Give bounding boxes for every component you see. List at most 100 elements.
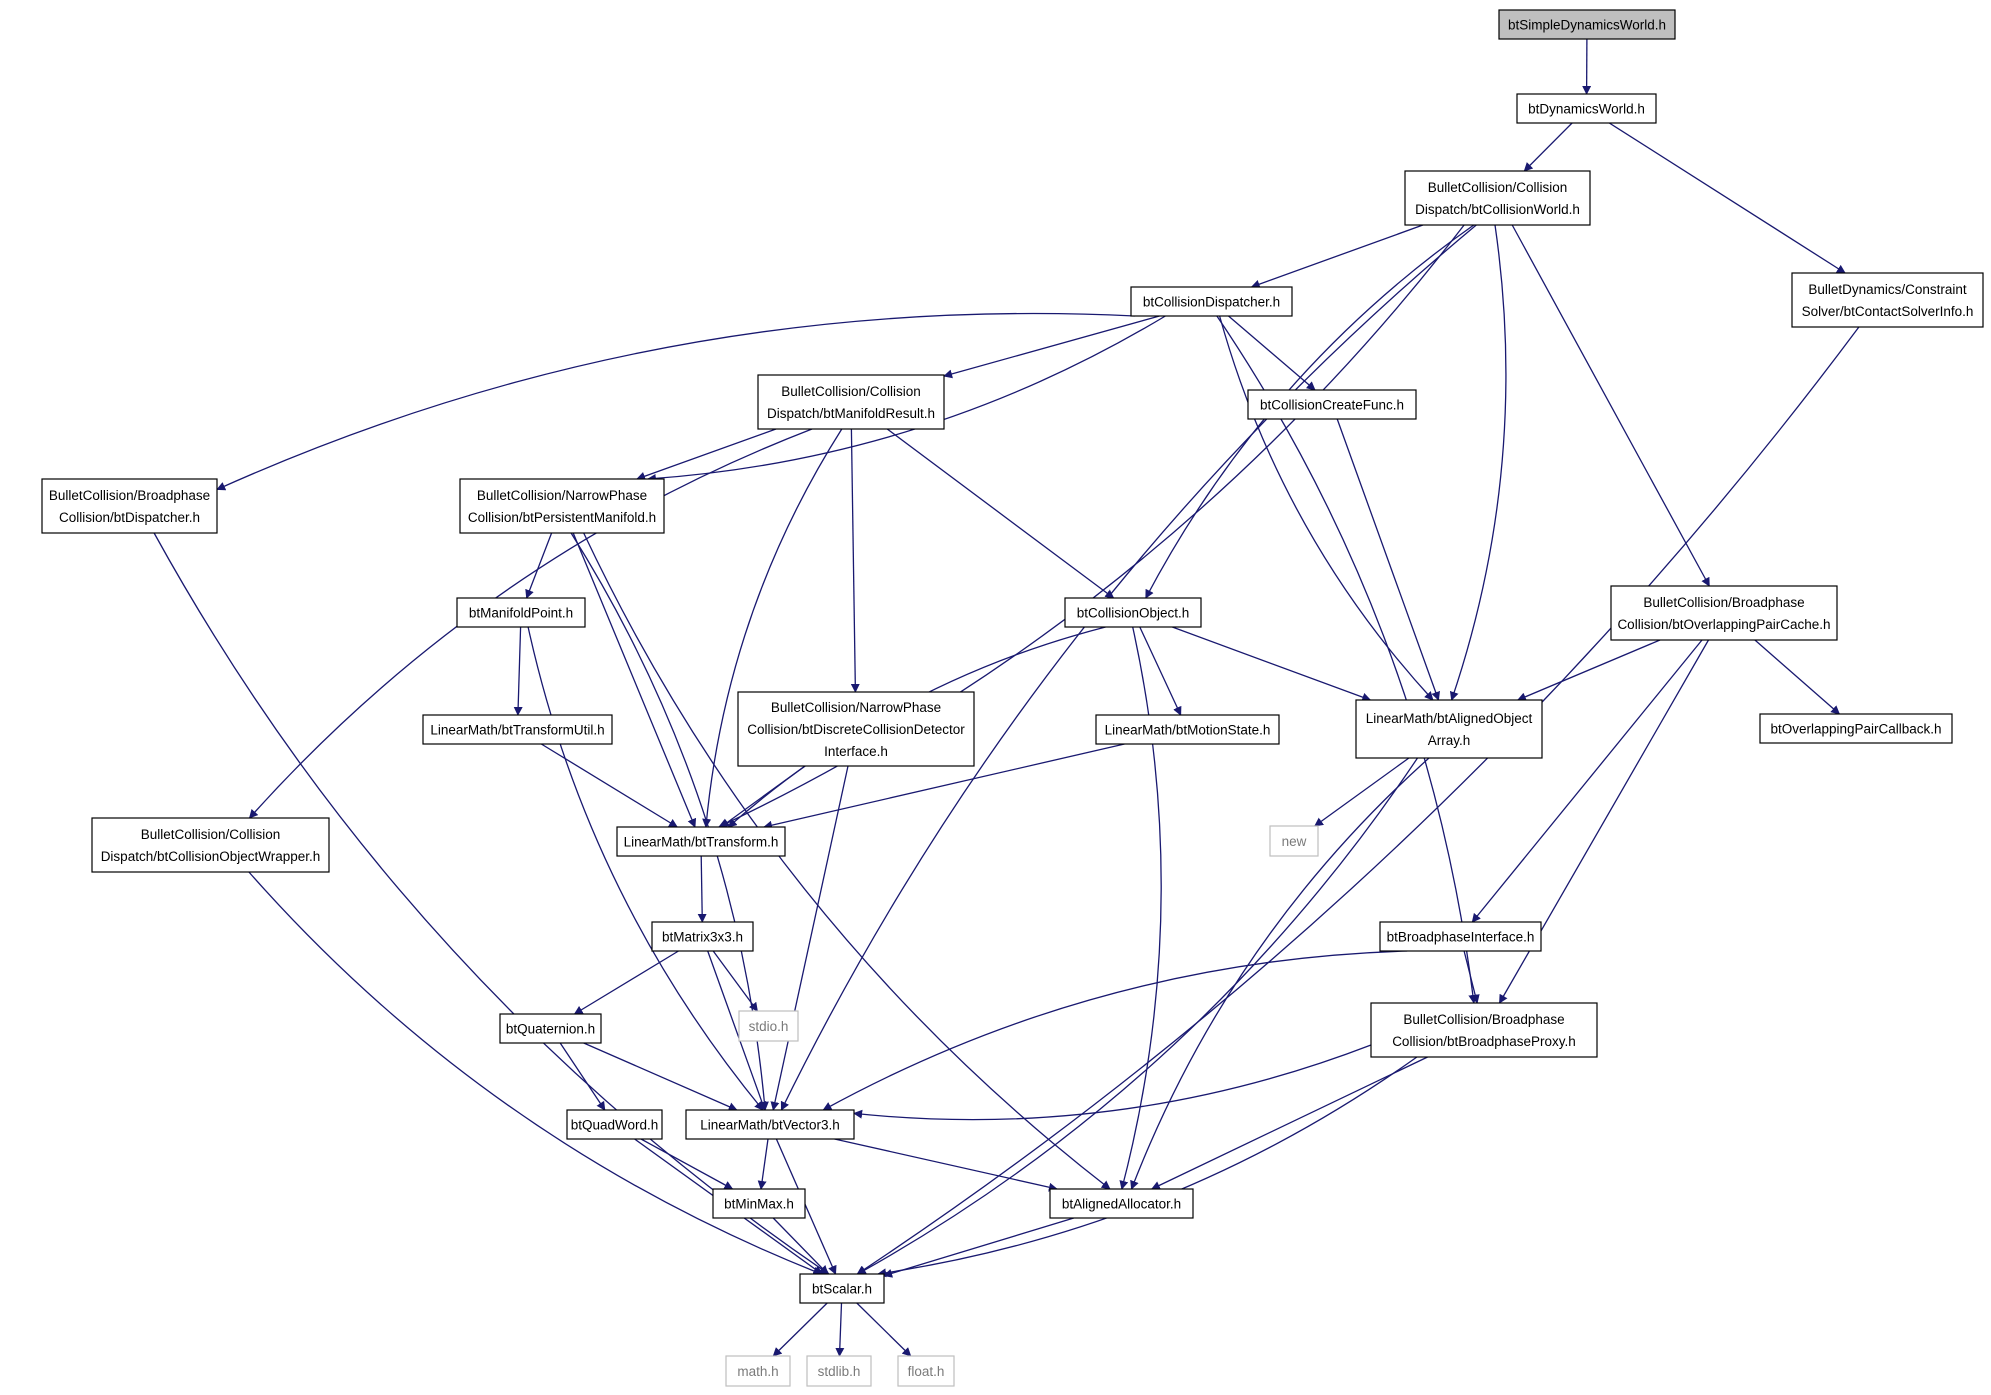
node-matrix3x3-label: btMatrix3x3.h <box>662 930 743 945</box>
edge-collworld-to-overlappingcache <box>1511 224 1710 587</box>
edge-objwrapper-to-scalar <box>248 871 823 1276</box>
node-simpledynworld-label: btSimpleDynamicsWorld.h <box>1508 18 1666 33</box>
node-colldispatcher[interactable]: btCollisionDispatcher.h <box>1130 286 1293 317</box>
node-bpdispatcher-box <box>41 478 218 534</box>
edge-scalar-to-math <box>772 1302 828 1357</box>
node-stdio-box <box>738 1010 799 1042</box>
edge-alignedalloc-to-scalar <box>883 1217 1074 1278</box>
edge-manifoldpoint-to-transformutil <box>513 626 523 716</box>
node-bpinterface[interactable]: btBroadphaseInterface.h <box>1379 921 1542 952</box>
edge-createfunc-to-alignedarray <box>1336 418 1440 701</box>
edge-overlappingcache-to-bpinterface <box>1471 639 1703 923</box>
node-alignedalloc[interactable]: btAlignedAllocator.h <box>1049 1188 1194 1219</box>
node-simpledynworld-box <box>1498 9 1676 40</box>
node-persistentmanifold-box <box>459 478 665 534</box>
node-bpproxy[interactable]: BulletCollision/BroadphaseCollision/btBr… <box>1370 1002 1598 1058</box>
edge-matrix3x3-to-quaternion <box>573 950 679 1015</box>
edge-minmax-to-scalar <box>772 1217 829 1275</box>
node-quaternion[interactable]: btQuaternion.h <box>499 1013 602 1044</box>
edge-alignedarray-to-new <box>1314 757 1410 827</box>
node-motionstate[interactable]: LinearMath/btMotionState.h <box>1095 714 1280 745</box>
node-transformutil-label: LinearMath/btTransformUtil.h <box>430 723 604 738</box>
node-minmax-label: btMinMax.h <box>724 1197 794 1212</box>
node-persistentmanifold-label: BulletCollision/NarrowPhase <box>477 488 647 503</box>
nodes-layer: btSimpleDynamicsWorld.h btDynamicsWorld.h… <box>41 9 1984 1387</box>
edge-persistentmanifold-to-transform <box>572 532 697 828</box>
node-transformutil-box <box>422 714 613 745</box>
node-transformutil[interactable]: LinearMath/btTransformUtil.h <box>422 714 613 745</box>
node-bpproxy-box <box>1370 1002 1598 1058</box>
node-motionstate-box <box>1095 714 1280 745</box>
node-collworld[interactable]: BulletCollision/CollisionDispatch/btColl… <box>1404 170 1591 226</box>
node-simpledynworld[interactable]: btSimpleDynamicsWorld.h <box>1498 9 1676 40</box>
node-manifoldresult[interactable]: BulletCollision/CollisionDispatch/btMani… <box>757 374 945 430</box>
node-alignedalloc-label: btAlignedAllocator.h <box>1062 1197 1181 1212</box>
node-createfunc[interactable]: btCollisionCreateFunc.h <box>1247 389 1417 420</box>
edge-quaternion-to-quadword <box>559 1042 606 1111</box>
node-bpdispatcher-label: Collision/btDispatcher.h <box>59 510 200 525</box>
node-transform[interactable]: LinearMath/btTransform.h <box>616 826 786 857</box>
node-overlappingcache[interactable]: BulletCollision/BroadphaseCollision/btOv… <box>1610 585 1838 641</box>
node-dynworld[interactable]: btDynamicsWorld.h <box>1516 93 1657 124</box>
node-alignedarray-box <box>1355 699 1543 759</box>
node-discretedetector-label: Interface.h <box>824 744 888 759</box>
node-bpdispatcher-label: BulletCollision/Broadphase <box>49 488 210 503</box>
node-stdio-label: stdio.h <box>749 1019 789 1034</box>
node-bpinterface-label: btBroadphaseInterface.h <box>1387 930 1535 945</box>
node-scalar-box <box>799 1273 885 1304</box>
node-stdlib: stdlib.h <box>806 1355 872 1387</box>
node-float: float.h <box>897 1355 955 1387</box>
node-vector3-box <box>685 1109 855 1140</box>
edge-collworld-to-vector3 <box>780 224 1477 1111</box>
node-scalar-label: btScalar.h <box>812 1282 872 1297</box>
node-persistentmanifold-label: Collision/btPersistentManifold.h <box>468 510 656 525</box>
edge-quadword-to-minmax <box>640 1138 734 1190</box>
node-contactsolver-label: Solver/btContactSolverInfo.h <box>1802 304 1974 319</box>
node-persistentmanifold[interactable]: BulletCollision/NarrowPhaseCollision/btP… <box>459 478 665 534</box>
node-matrix3x3[interactable]: btMatrix3x3.h <box>651 921 754 952</box>
node-discretedetector[interactable]: BulletCollision/NarrowPhaseCollision/btD… <box>737 691 975 767</box>
node-scalar[interactable]: btScalar.h <box>799 1273 885 1304</box>
node-math-box <box>725 1355 791 1387</box>
node-bpproxy-label: BulletCollision/Broadphase <box>1403 1012 1564 1027</box>
node-collobject[interactable]: btCollisionObject.h <box>1064 597 1202 628</box>
node-motionstate-label: LinearMath/btMotionState.h <box>1105 723 1271 738</box>
edge-collobject-to-motionstate <box>1139 626 1182 716</box>
node-createfunc-label: btCollisionCreateFunc.h <box>1260 398 1404 413</box>
node-overlappingcallback-box <box>1759 713 1953 744</box>
node-float-box <box>897 1355 955 1387</box>
node-new-label: new <box>1282 834 1307 849</box>
node-contactsolver[interactable]: BulletDynamics/ConstraintSolver/btContac… <box>1791 272 1984 328</box>
edge-bpinterface-to-vector3 <box>822 950 1408 1111</box>
node-minmax[interactable]: btMinMax.h <box>712 1188 806 1219</box>
edge-colldispatcher-to-manifoldresult <box>943 315 1160 379</box>
edge-dynworld-to-collworld <box>1523 122 1573 172</box>
node-matrix3x3-box <box>651 921 754 952</box>
node-math: math.h <box>725 1355 791 1387</box>
node-manifoldpoint[interactable]: btManifoldPoint.h <box>456 597 586 628</box>
edges-layer <box>153 38 1860 1357</box>
edge-manifoldresult-to-collobject <box>886 428 1115 599</box>
node-overlappingcache-box <box>1610 585 1838 641</box>
node-collworld-box <box>1404 170 1591 226</box>
node-contactsolver-box <box>1791 272 1984 328</box>
node-bpdispatcher[interactable]: BulletCollision/BroadphaseCollision/btDi… <box>41 478 218 534</box>
node-manifoldresult-box <box>757 374 945 430</box>
edge-dynworld-to-contactsolver <box>1608 122 1846 274</box>
node-collobject-box <box>1064 597 1202 628</box>
node-objwrapper[interactable]: BulletCollision/CollisionDispatch/btColl… <box>91 817 330 873</box>
node-vector3[interactable]: LinearMath/btVector3.h <box>685 1109 855 1140</box>
edge-manifoldresult-to-transform <box>702 428 843 828</box>
node-overlappingcallback[interactable]: btOverlappingPairCallback.h <box>1759 713 1953 744</box>
edge-bpproxy-to-vector3 <box>853 1044 1372 1121</box>
edge-collobject-to-alignedalloc <box>1119 626 1162 1190</box>
node-collworld-label: Dispatch/btCollisionWorld.h <box>1415 202 1580 217</box>
edge-matrix3x3-to-stdio <box>712 950 758 1012</box>
node-manifoldpoint-box <box>456 597 586 628</box>
node-discretedetector-box <box>737 691 975 767</box>
node-manifoldresult-label: BulletCollision/Collision <box>781 384 921 399</box>
node-discretedetector-label: BulletCollision/NarrowPhase <box>771 700 941 715</box>
node-quadword[interactable]: btQuadWord.h <box>566 1109 663 1140</box>
node-discretedetector-label: Collision/btDiscreteCollisionDetector <box>747 722 965 737</box>
